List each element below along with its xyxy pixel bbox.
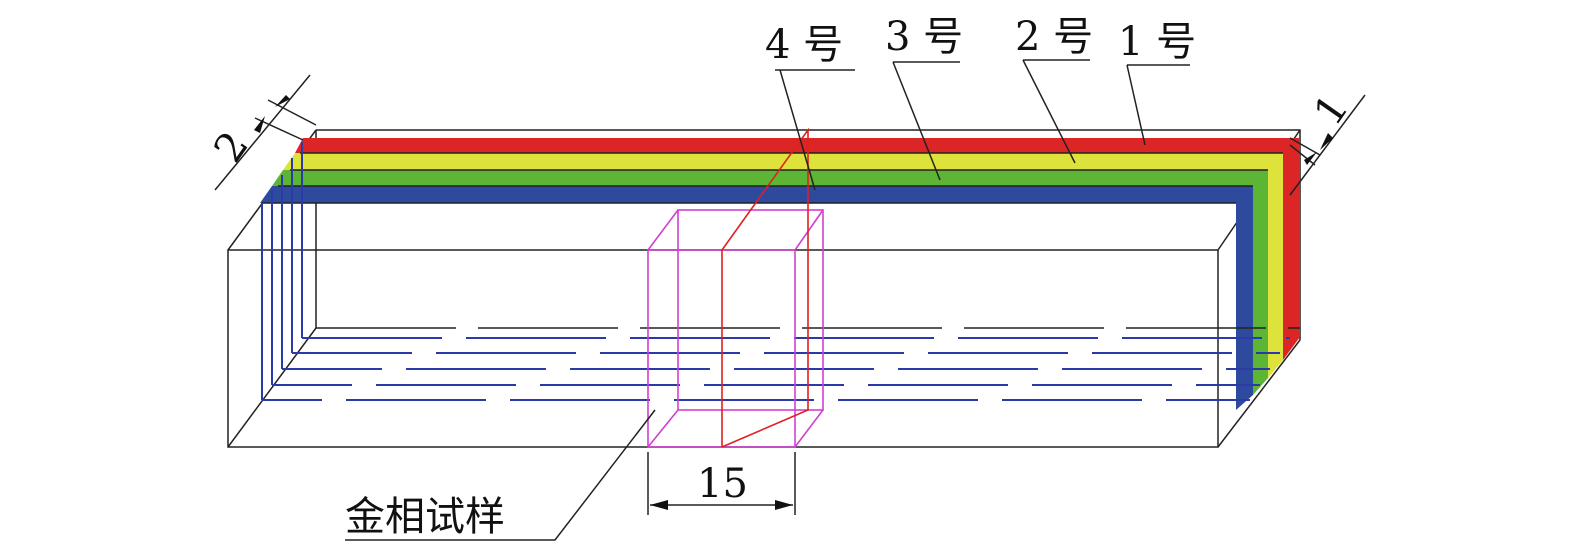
- label-layer-1: 1 号: [1118, 19, 1196, 65]
- label-layer-2: 2 号: [1015, 14, 1093, 60]
- label-layer-3: 3 号: [885, 14, 963, 60]
- layer-labels: 4 号 3 号 2 号 1 号: [765, 14, 1196, 191]
- layer-4-band: [260, 186, 1253, 410]
- label-dimension-1: 1: [1306, 87, 1358, 134]
- label-dimension-15: 15: [697, 461, 748, 507]
- label-sample: 金相试样: [345, 494, 505, 540]
- label-dimension-2: 2: [206, 124, 258, 171]
- dimension-1: 1: [1289, 87, 1366, 196]
- label-layer-4: 4 号: [765, 22, 843, 68]
- dimension-15: 15: [647, 452, 796, 515]
- metallographic-sample: [647, 127, 824, 448]
- sample-label: 金相试样: [345, 409, 656, 541]
